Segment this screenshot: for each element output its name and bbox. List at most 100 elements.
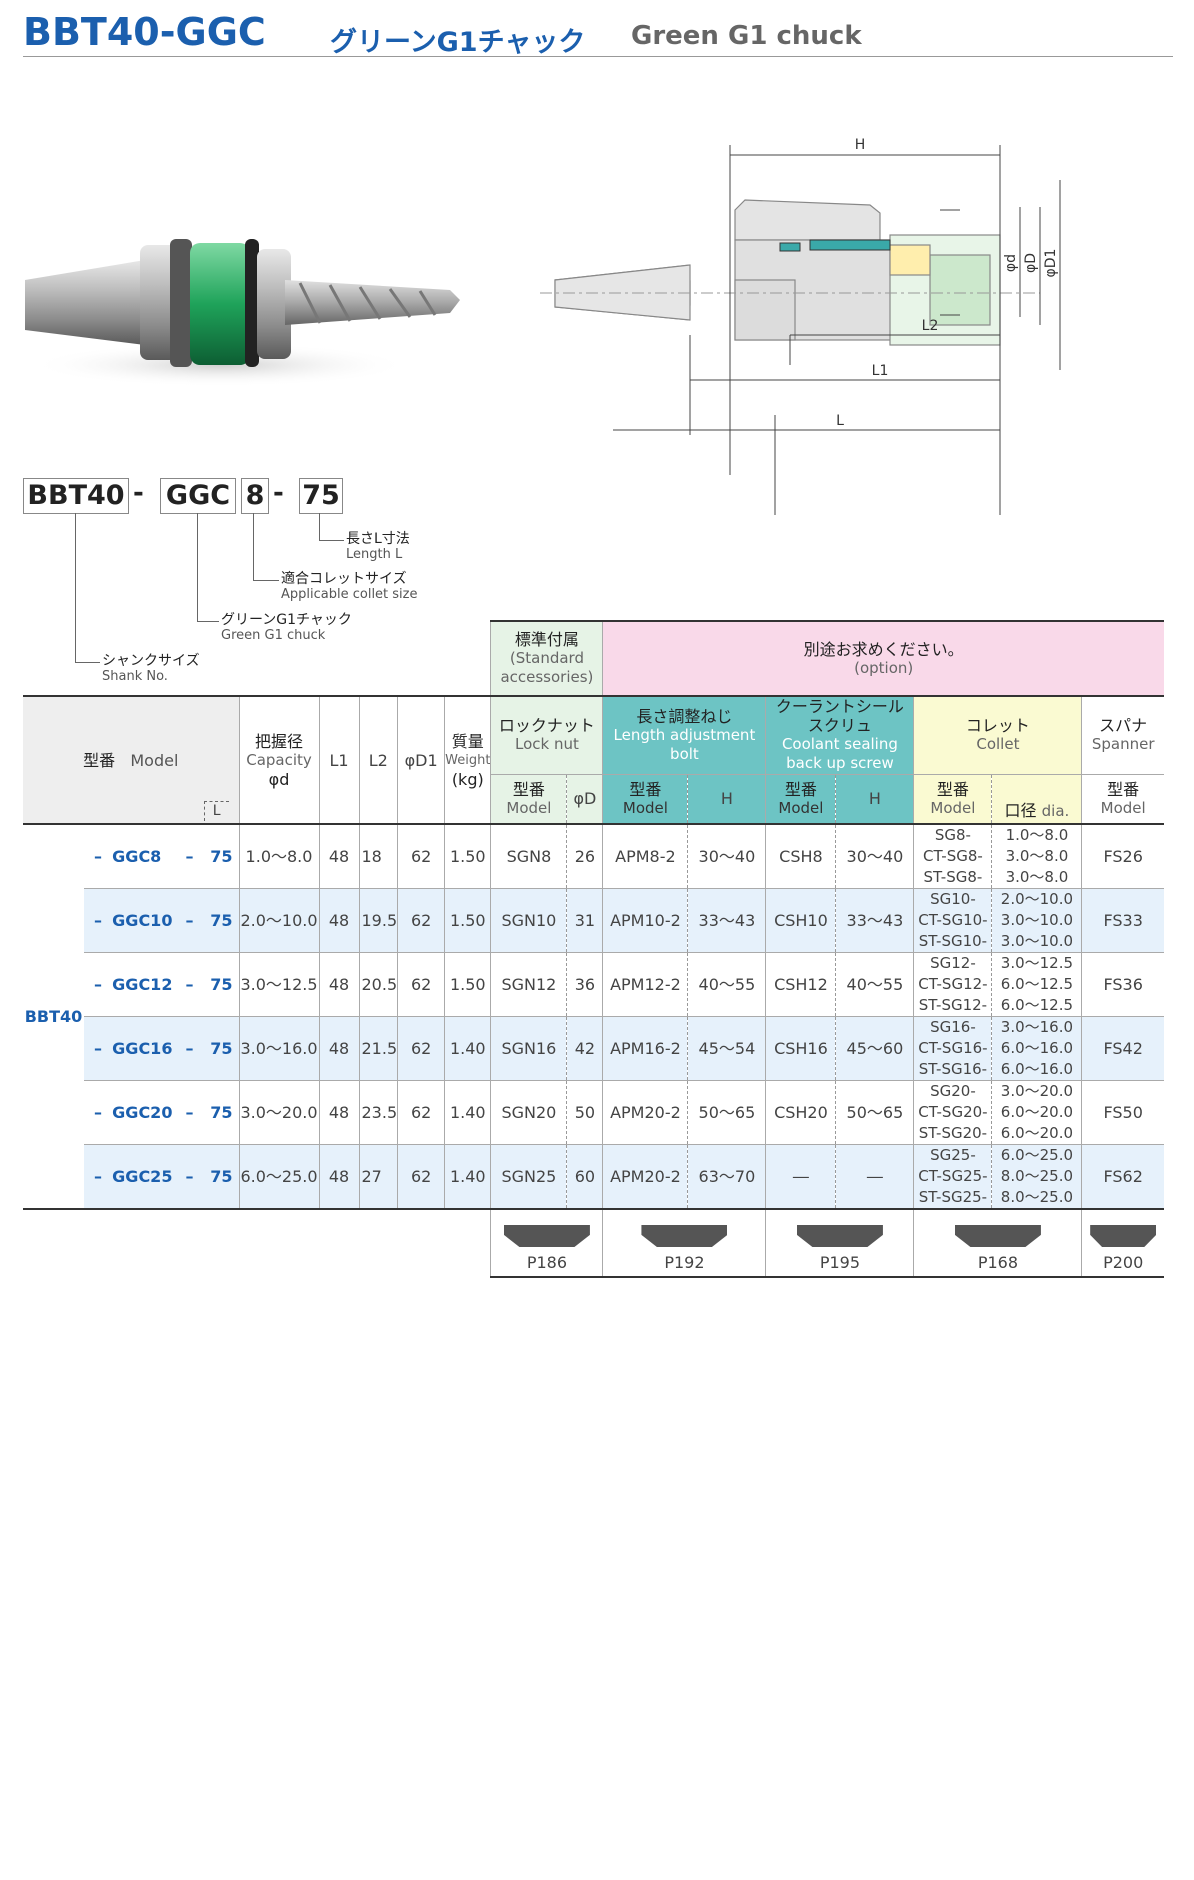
technical-drawing: H L L1 L2 φd φD φD1 [540, 137, 1061, 515]
capacity-cell: 3.0～12.5 [238, 952, 319, 1017]
locknut-d-cell: 26 [566, 823, 603, 889]
bolt-model-cell: APM16-2 [602, 1016, 688, 1081]
capacity-cell: 2.0～10.0 [238, 888, 319, 953]
collet-model-cell: SG16-CT-SG16-ST-SG16- [913, 1016, 992, 1081]
l1-cell: 48 [318, 952, 359, 1017]
bolt-model-cell: APM20-2 [602, 1080, 688, 1145]
dim-label-D: φD [1023, 253, 1039, 273]
l1-cell: 48 [318, 823, 359, 889]
code-length: 75 [299, 478, 343, 514]
l-marker: L [203, 801, 229, 821]
locknut-d-subheader: φD [566, 773, 603, 824]
bolt-model-cell: APM10-2 [602, 888, 688, 953]
d1-cell: 62 [397, 952, 445, 1017]
locknut-model-cell: SGN10 [490, 888, 567, 953]
weight-cell: 1.50 [444, 888, 491, 953]
capacity-cell: 1.0～8.0 [238, 823, 319, 889]
locknut-model-cell: SGN25 [490, 1144, 567, 1210]
model-cell: – GGC20– 75 [84, 1080, 239, 1145]
d1-cell: 62 [397, 1016, 445, 1081]
l2-cell: 20.5 [358, 952, 398, 1017]
coolant-model-cell: CSH12 [765, 952, 836, 1017]
locknut-d-cell: 42 [566, 1016, 603, 1081]
l1-cell: 48 [318, 1080, 359, 1145]
collet-model-cell: SG25-CT-SG25-ST-SG25- [913, 1144, 992, 1210]
legend-length-en: Length L [346, 547, 403, 562]
weight-cell: 1.40 [444, 1016, 491, 1081]
bolt-model-cell: APM20-2 [602, 1144, 688, 1210]
spanner-cell: FS62 [1081, 1144, 1164, 1210]
model-cell: – GGC8– 75 [84, 823, 239, 889]
collet-model-cell: SG10-CT-SG10-ST-SG10- [913, 888, 992, 953]
collet-model-cell: SG12-CT-SG12-ST-SG12- [913, 952, 992, 1017]
coolant-model-cell: CSH16 [765, 1016, 836, 1081]
dim-label-d: φd [1003, 254, 1019, 272]
coolant-h-cell: 50～65 [835, 1080, 914, 1145]
code-collet: 8 [241, 478, 269, 514]
page-ref-spanner[interactable]: P200 [1081, 1208, 1164, 1278]
page-header: BBT40-GGC グリーンG1チャック Green G1 chuck [23, 6, 1173, 58]
bolt-model-cell: APM8-2 [602, 823, 688, 889]
page-title-jp: グリーンG1チャック [330, 27, 586, 58]
dim-label-l1: L1 [872, 363, 889, 379]
locknut-d-cell: 36 [566, 952, 603, 1017]
bolt-h-cell: 33～43 [687, 888, 766, 953]
coolant-model-cell: CSH8 [765, 823, 836, 889]
spanner-cell: FS33 [1081, 888, 1164, 953]
bolt-h-cell: 45～54 [687, 1016, 766, 1081]
l1-cell: 48 [318, 888, 359, 953]
l1-cell: 48 [318, 1144, 359, 1210]
dim-label-l2: L2 [922, 318, 939, 334]
bolt-model-cell: APM12-2 [602, 952, 688, 1017]
page-ref-coolant[interactable]: P195 [765, 1208, 914, 1278]
locknut-model-cell: SGN16 [490, 1016, 567, 1081]
spanner-cell: FS36 [1081, 952, 1164, 1017]
d1-cell: 62 [397, 888, 445, 953]
dim-label-h: H [855, 137, 866, 153]
weight-cell: 1.40 [444, 1080, 491, 1145]
l2-cell: 23.5 [358, 1080, 398, 1145]
l1-header: L1 [318, 696, 359, 824]
page-title-en: Green G1 chuck [631, 21, 862, 51]
weight-cell: 1.40 [444, 1144, 491, 1210]
l2-cell: 18 [358, 823, 398, 889]
dim-label-l: L [836, 413, 844, 429]
model-cell: – GGC12– 75 [84, 952, 239, 1017]
legend-collet-en: Applicable collet size [281, 587, 418, 602]
page-title: BBT40-GGC [23, 10, 266, 54]
page-ref-bolt[interactable]: P192 [602, 1208, 766, 1278]
collet-model-cell: SG20-CT-SG20-ST-SG20- [913, 1080, 992, 1145]
shank-label: BBT40 [23, 823, 84, 1210]
coolant-h-cell: 40～55 [835, 952, 914, 1017]
bolt-h-cell: 30～40 [687, 823, 766, 889]
locknut-model-cell: SGN20 [490, 1080, 567, 1145]
model-header: 型番 Model L [23, 696, 239, 824]
bolt-h-cell: 63～70 [687, 1144, 766, 1210]
collet-dia-subheader: 口径 dia. [991, 773, 1082, 824]
page-ref-collet[interactable]: P168 [913, 1208, 1082, 1278]
page-ref-locknut[interactable]: P186 [490, 1208, 603, 1278]
d1-cell: 62 [397, 1144, 445, 1210]
bolt-h-cell: 40～55 [687, 952, 766, 1017]
l2-cell: 19.5 [358, 888, 398, 953]
coolant-model-cell: CSH10 [765, 888, 836, 953]
l1-cell: 48 [318, 1016, 359, 1081]
dim-label-D1: φD1 [1043, 249, 1059, 278]
